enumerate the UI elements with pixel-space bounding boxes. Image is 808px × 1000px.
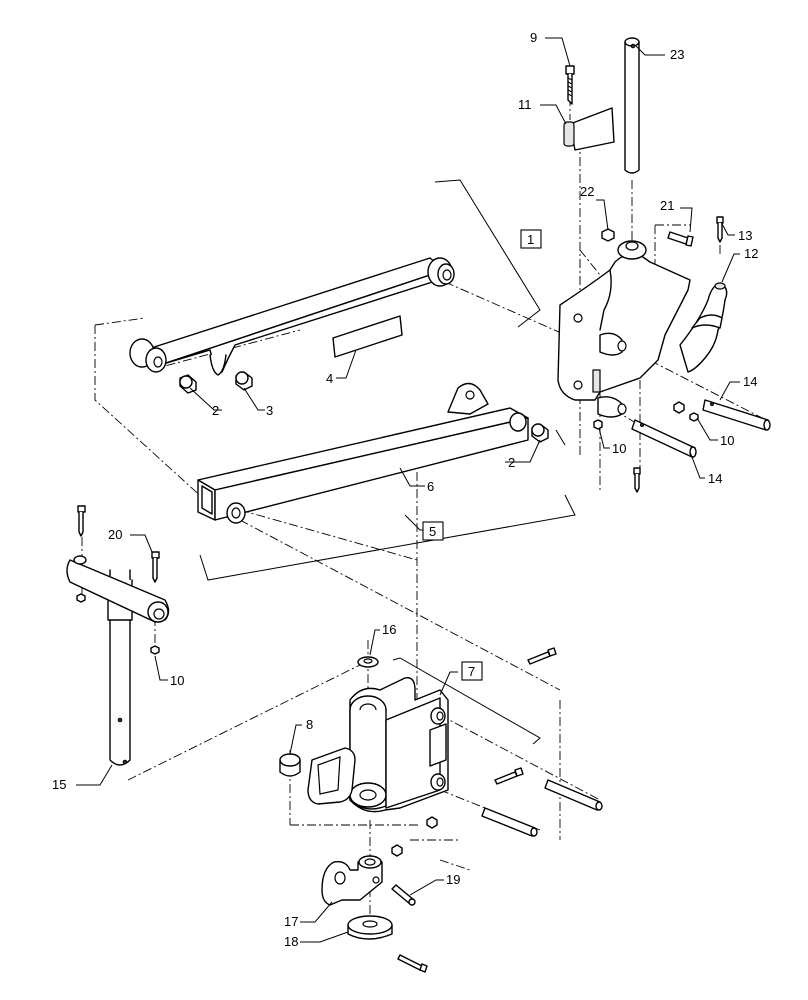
assembly-7-bracket bbox=[392, 657, 541, 745]
callout-10-left: 10 bbox=[170, 673, 184, 688]
callout-7: 7 bbox=[468, 664, 475, 679]
assembly-1-bracket bbox=[434, 179, 541, 328]
callout-23: 23 bbox=[670, 47, 684, 62]
bolt-21 bbox=[667, 231, 694, 247]
callout-16: 16 bbox=[382, 622, 396, 637]
callout-14-lower: 14 bbox=[708, 471, 722, 486]
bushing-3 bbox=[235, 371, 253, 391]
assembly-5-bracket bbox=[199, 429, 576, 581]
callout-8: 8 bbox=[306, 717, 313, 732]
cap-8 bbox=[279, 753, 301, 777]
callout-10-right: 10 bbox=[720, 433, 734, 448]
callout-21: 21 bbox=[660, 198, 674, 213]
latch-17 bbox=[321, 855, 383, 906]
bushing-2-left bbox=[179, 374, 197, 394]
screw-top-left bbox=[77, 505, 86, 537]
callout-1: 1 bbox=[527, 232, 534, 247]
nuts-left bbox=[76, 593, 160, 655]
screw-20 bbox=[151, 551, 160, 583]
callout-3: 3 bbox=[266, 403, 273, 418]
callout-6: 6 bbox=[427, 479, 434, 494]
callout-22: 22 bbox=[580, 184, 594, 199]
callout-11: 11 bbox=[518, 97, 532, 112]
bushing-2-right bbox=[531, 423, 549, 443]
callout-5: 5 bbox=[429, 524, 436, 539]
screw-9 bbox=[565, 65, 575, 105]
callout-14-upper: 14 bbox=[743, 374, 757, 389]
bracket-12 bbox=[557, 240, 728, 418]
washer-18 bbox=[347, 915, 393, 940]
callout-17: 17 bbox=[284, 914, 298, 929]
nut-10-right bbox=[673, 401, 699, 422]
upper-arm bbox=[129, 257, 455, 376]
washer-16 bbox=[357, 656, 379, 668]
screw-lower-right bbox=[633, 467, 641, 493]
decal-4 bbox=[332, 315, 403, 358]
callout-15: 15 bbox=[52, 777, 66, 792]
screw-13 bbox=[716, 216, 724, 243]
label-box-5 bbox=[422, 521, 444, 541]
screw-bottom bbox=[397, 954, 428, 973]
label-box-1 bbox=[520, 229, 542, 249]
hinge-bolts bbox=[391, 647, 603, 857]
pin-23 bbox=[624, 37, 640, 174]
callout-9: 9 bbox=[530, 30, 537, 45]
plate-11 bbox=[563, 107, 615, 151]
nut-22 bbox=[601, 228, 615, 242]
callout-10-center: 10 bbox=[612, 441, 626, 456]
callout-2-left: 2 bbox=[212, 403, 219, 418]
callout-12: 12 bbox=[744, 246, 758, 261]
pin-14-lower bbox=[631, 419, 697, 458]
callout-20: 20 bbox=[108, 527, 122, 542]
callout-18: 18 bbox=[284, 934, 298, 949]
pin-19 bbox=[391, 884, 416, 906]
pin-14-upper bbox=[702, 399, 771, 431]
callout-2-right: 2 bbox=[508, 455, 515, 470]
nut-10-center bbox=[593, 419, 603, 430]
lower-arm-6 bbox=[197, 382, 529, 524]
callout-19: 19 bbox=[446, 872, 460, 887]
post-15 bbox=[66, 555, 170, 766]
callout-4: 4 bbox=[326, 371, 333, 386]
leader-lines bbox=[76, 37, 740, 943]
label-box-7 bbox=[461, 661, 483, 681]
callout-13: 13 bbox=[738, 228, 752, 243]
hinge-assembly-7 bbox=[307, 677, 449, 813]
